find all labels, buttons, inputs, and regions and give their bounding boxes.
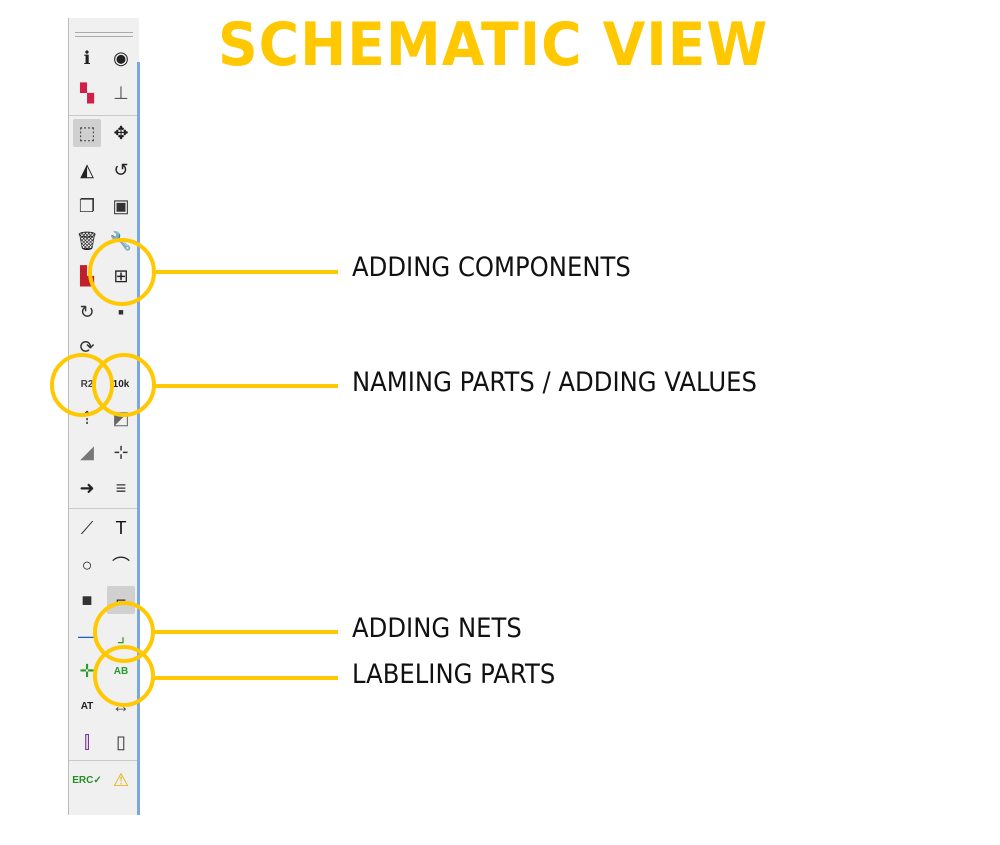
delete-button[interactable]: 🗑: [73, 227, 101, 255]
delete-icon: 🗑: [75, 230, 99, 251]
info-button[interactable]: ℹ: [73, 44, 101, 72]
pin-swap-button[interactable]: ⇡: [73, 404, 101, 432]
rotate-icon: ↺: [113, 159, 129, 180]
add-library-icon: ▙: [80, 265, 94, 286]
page-title: SCHEMATIC VIEW: [218, 10, 769, 80]
split-icon: ⊹: [113, 441, 129, 462]
add-library-button[interactable]: ▙: [73, 262, 101, 290]
paste-button[interactable]: ▣: [107, 192, 135, 220]
pin-swap-icon: ⇡: [79, 407, 95, 428]
annotation-adding-nets: ADDING NETS: [352, 613, 522, 644]
paste-icon: ▣: [112, 195, 130, 216]
polygon-button[interactable]: ⌐: [107, 586, 135, 614]
group-icon: ▪: [117, 301, 125, 322]
value-button[interactable]: 10k: [107, 370, 135, 398]
info-icon: ℹ: [83, 47, 91, 68]
circle-button[interactable]: ○: [73, 551, 101, 579]
frame-button[interactable]: ⫿: [73, 728, 101, 756]
smash-icon: ◩: [112, 407, 130, 428]
divider: [69, 508, 137, 509]
attribute-button[interactable]: AT: [73, 692, 101, 720]
replace-button[interactable]: ↻: [73, 298, 101, 326]
add-component-icon: ⊞: [113, 265, 129, 286]
eye-button[interactable]: ◉: [107, 44, 135, 72]
miter-icon: ◢: [80, 441, 94, 462]
divider: [69, 115, 137, 116]
toolbar-grip[interactable]: [75, 36, 133, 37]
module-button[interactable]: ▯: [107, 728, 135, 756]
rectangle-icon: ■: [81, 589, 93, 610]
select-icon: ⬚: [78, 122, 96, 143]
schematic-toolbar: ℹ ◉ ▚ ⊥ ⬚ ✥ ◭ ↺ ❐ ▣ 🗑 🔧 ▙ ⊞ ↻ ▪ ⟳ R2 10k ⇡ ◩ ◢ ⊹ ➜ ≡ ⟋ T ○ ⌒ ■ ⌐ — ⌟ ✛ AB A…: [68, 18, 139, 815]
mirror-icon: ◭: [80, 159, 94, 180]
rectangle-button[interactable]: ■: [73, 586, 101, 614]
frame-icon: ⫿: [84, 731, 90, 752]
copy-button[interactable]: ❐: [73, 192, 101, 220]
junction-button[interactable]: ✛: [73, 657, 101, 685]
optimize-icon: ➜: [79, 477, 95, 498]
erc-button[interactable]: ERC✓: [72, 766, 102, 794]
net-icon: ⌟: [116, 625, 126, 646]
scrollbar[interactable]: [137, 62, 140, 815]
wrench-icon: 🔧: [109, 230, 133, 251]
text-icon: T: [115, 517, 127, 538]
module-icon: ▯: [116, 731, 126, 752]
layers-button[interactable]: ▚: [73, 79, 101, 107]
swap-gate-icon: ⟳: [79, 336, 95, 357]
select-button[interactable]: ⬚: [73, 119, 101, 147]
annotation-naming-parts: NAMING PARTS / ADDING VALUES: [352, 367, 757, 398]
swap-gate-button[interactable]: ⟳: [73, 333, 101, 361]
circle-icon: ○: [81, 554, 93, 575]
arc-icon: ⌒: [112, 556, 130, 576]
erc-icon: ERC✓: [72, 774, 102, 786]
move-icon: ✥: [113, 122, 129, 143]
dimension-icon: ↔: [112, 695, 130, 716]
junction-icon: ✛: [79, 660, 95, 681]
attribute-icon: AT: [80, 700, 94, 712]
divider: [69, 760, 137, 761]
net-button[interactable]: ⌟: [107, 622, 135, 650]
miter-button[interactable]: ◢: [73, 438, 101, 466]
line-icon: ⟋: [80, 517, 94, 538]
label-button[interactable]: AB: [107, 657, 135, 685]
layers-icon: ▚: [80, 82, 94, 103]
group-button[interactable]: ▪: [107, 298, 135, 326]
line-button[interactable]: ⟋: [73, 514, 101, 542]
toolbar-grip[interactable]: [75, 32, 133, 33]
annotation-labeling-parts: LABELING PARTS: [352, 659, 556, 690]
smash-button[interactable]: ◩: [107, 404, 135, 432]
name-icon: R2: [80, 378, 94, 390]
warning-icon: ⚠: [112, 769, 130, 790]
rotate-button[interactable]: ↺: [107, 156, 135, 184]
route-icon: ≡: [115, 477, 127, 498]
origin-icon: ⊥: [113, 82, 129, 103]
copy-icon: ❐: [78, 195, 96, 216]
arc-button[interactable]: ⌒: [107, 551, 135, 579]
add-component-button[interactable]: ⊞: [107, 262, 135, 290]
dimension-button[interactable]: ↔: [107, 692, 135, 720]
split-button[interactable]: ⊹: [107, 438, 135, 466]
polygon-icon: ⌐: [115, 589, 127, 610]
wrench-button[interactable]: 🔧: [107, 227, 135, 255]
value-icon: 10k: [112, 378, 130, 390]
name-button[interactable]: R2: [73, 370, 101, 398]
annotation-adding-components: ADDING COMPONENTS: [352, 252, 631, 283]
move-button[interactable]: ✥: [107, 119, 135, 147]
origin-button[interactable]: ⊥: [107, 79, 135, 107]
mirror-button[interactable]: ◭: [73, 156, 101, 184]
text-button[interactable]: T: [107, 514, 135, 542]
optimize-button[interactable]: ➜: [73, 474, 101, 502]
eye-icon: ◉: [113, 47, 129, 68]
replace-icon: ↻: [79, 301, 95, 322]
bus-icon: —: [78, 625, 96, 646]
label-icon: AB: [113, 665, 129, 677]
bus-button[interactable]: —: [73, 622, 101, 650]
route-button[interactable]: ≡: [107, 474, 135, 502]
warning-button[interactable]: ⚠: [107, 766, 135, 794]
